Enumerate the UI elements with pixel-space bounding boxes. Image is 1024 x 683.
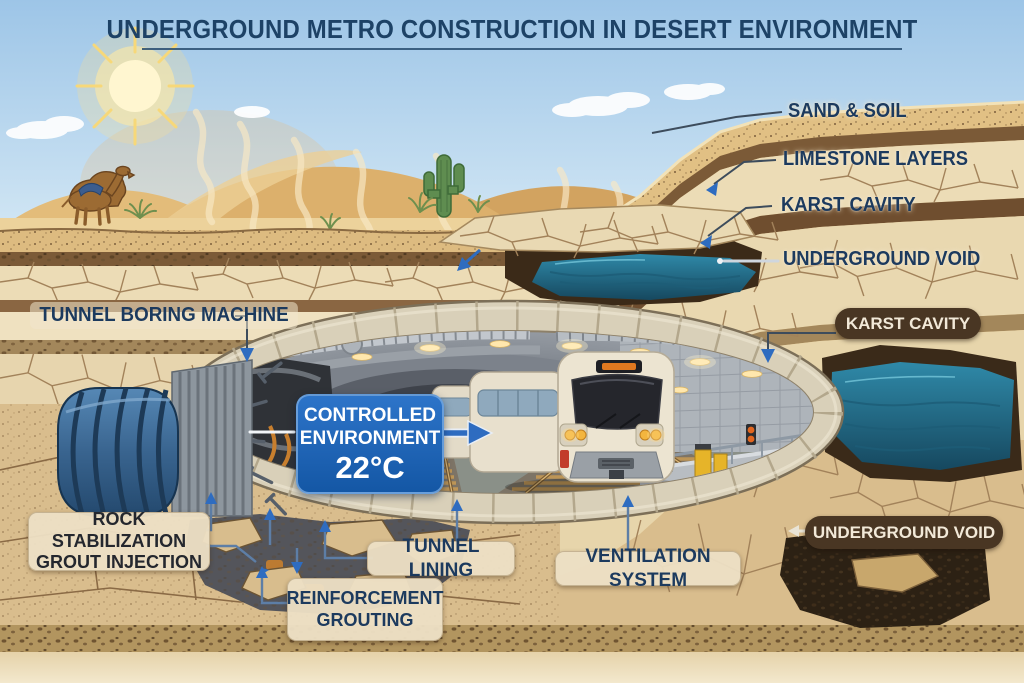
badge-karst-cavity: KARST CAVITY [835,308,981,339]
desert-grass [124,192,490,230]
karst-cavity-upper [437,204,779,306]
title-underline [142,48,902,50]
karst-water-pool [830,362,1014,470]
badge-underground-void: UNDERGROUND VOID [805,516,1003,549]
page-title: UNDERGROUND METRO CONSTRUCTION IN DESERT… [106,14,918,44]
karst-cavity-right [822,345,1022,482]
cactus-icon [423,154,465,218]
sun-icon [75,26,195,146]
callout-reinforcement-grouting: REINFORCEMENT GROUTING [286,578,444,641]
label-sand-soil: SAND & SOIL [788,100,907,122]
cloud-icon [6,83,725,139]
label-karst-cavity: KARST CAVITY [781,194,916,216]
label-tunnel-boring-machine: TUNNEL BORING MACHINE [30,302,299,329]
reinforcement-line1: REINFORCEMENT [286,587,444,608]
callout-rock-stabilization: ROCK STABILIZATION GROUT INJECTION [28,508,210,573]
controlled-environment-line2: ENVIRONMENT [299,427,441,449]
ventilation-system-label: VENTILATION SYSTEM [585,546,711,591]
label-limestone-layers: LIMESTONE LAYERS [783,148,969,170]
tunnel-boring-machine [57,359,253,517]
metro-tunnel [175,299,845,525]
callout-ventilation-system: VENTILATION SYSTEM [555,546,741,591]
controlled-environment-line1: CONTROLLED [304,404,436,426]
label-underground-void: UNDERGROUND VOID [783,248,981,270]
tunnel-lining-label: TUNNEL LINING [402,536,480,581]
strata-bottom [0,625,1024,683]
rock-stabilization-line2: GROUT INJECTION [35,552,202,573]
rock-stabilization-line1: ROCK STABILIZATION [51,508,187,551]
reinforcement-line2: GROUTING [316,609,414,630]
callout-tunnel-lining: TUNNEL LINING [367,536,515,581]
leader-lines [205,111,836,605]
camel-icon [61,165,136,226]
temperature-value: 22°C [335,450,405,486]
underground-void-area [780,530,990,628]
controlled-environment-box: CONTROLLED ENVIRONMENT 22°C [296,394,444,494]
